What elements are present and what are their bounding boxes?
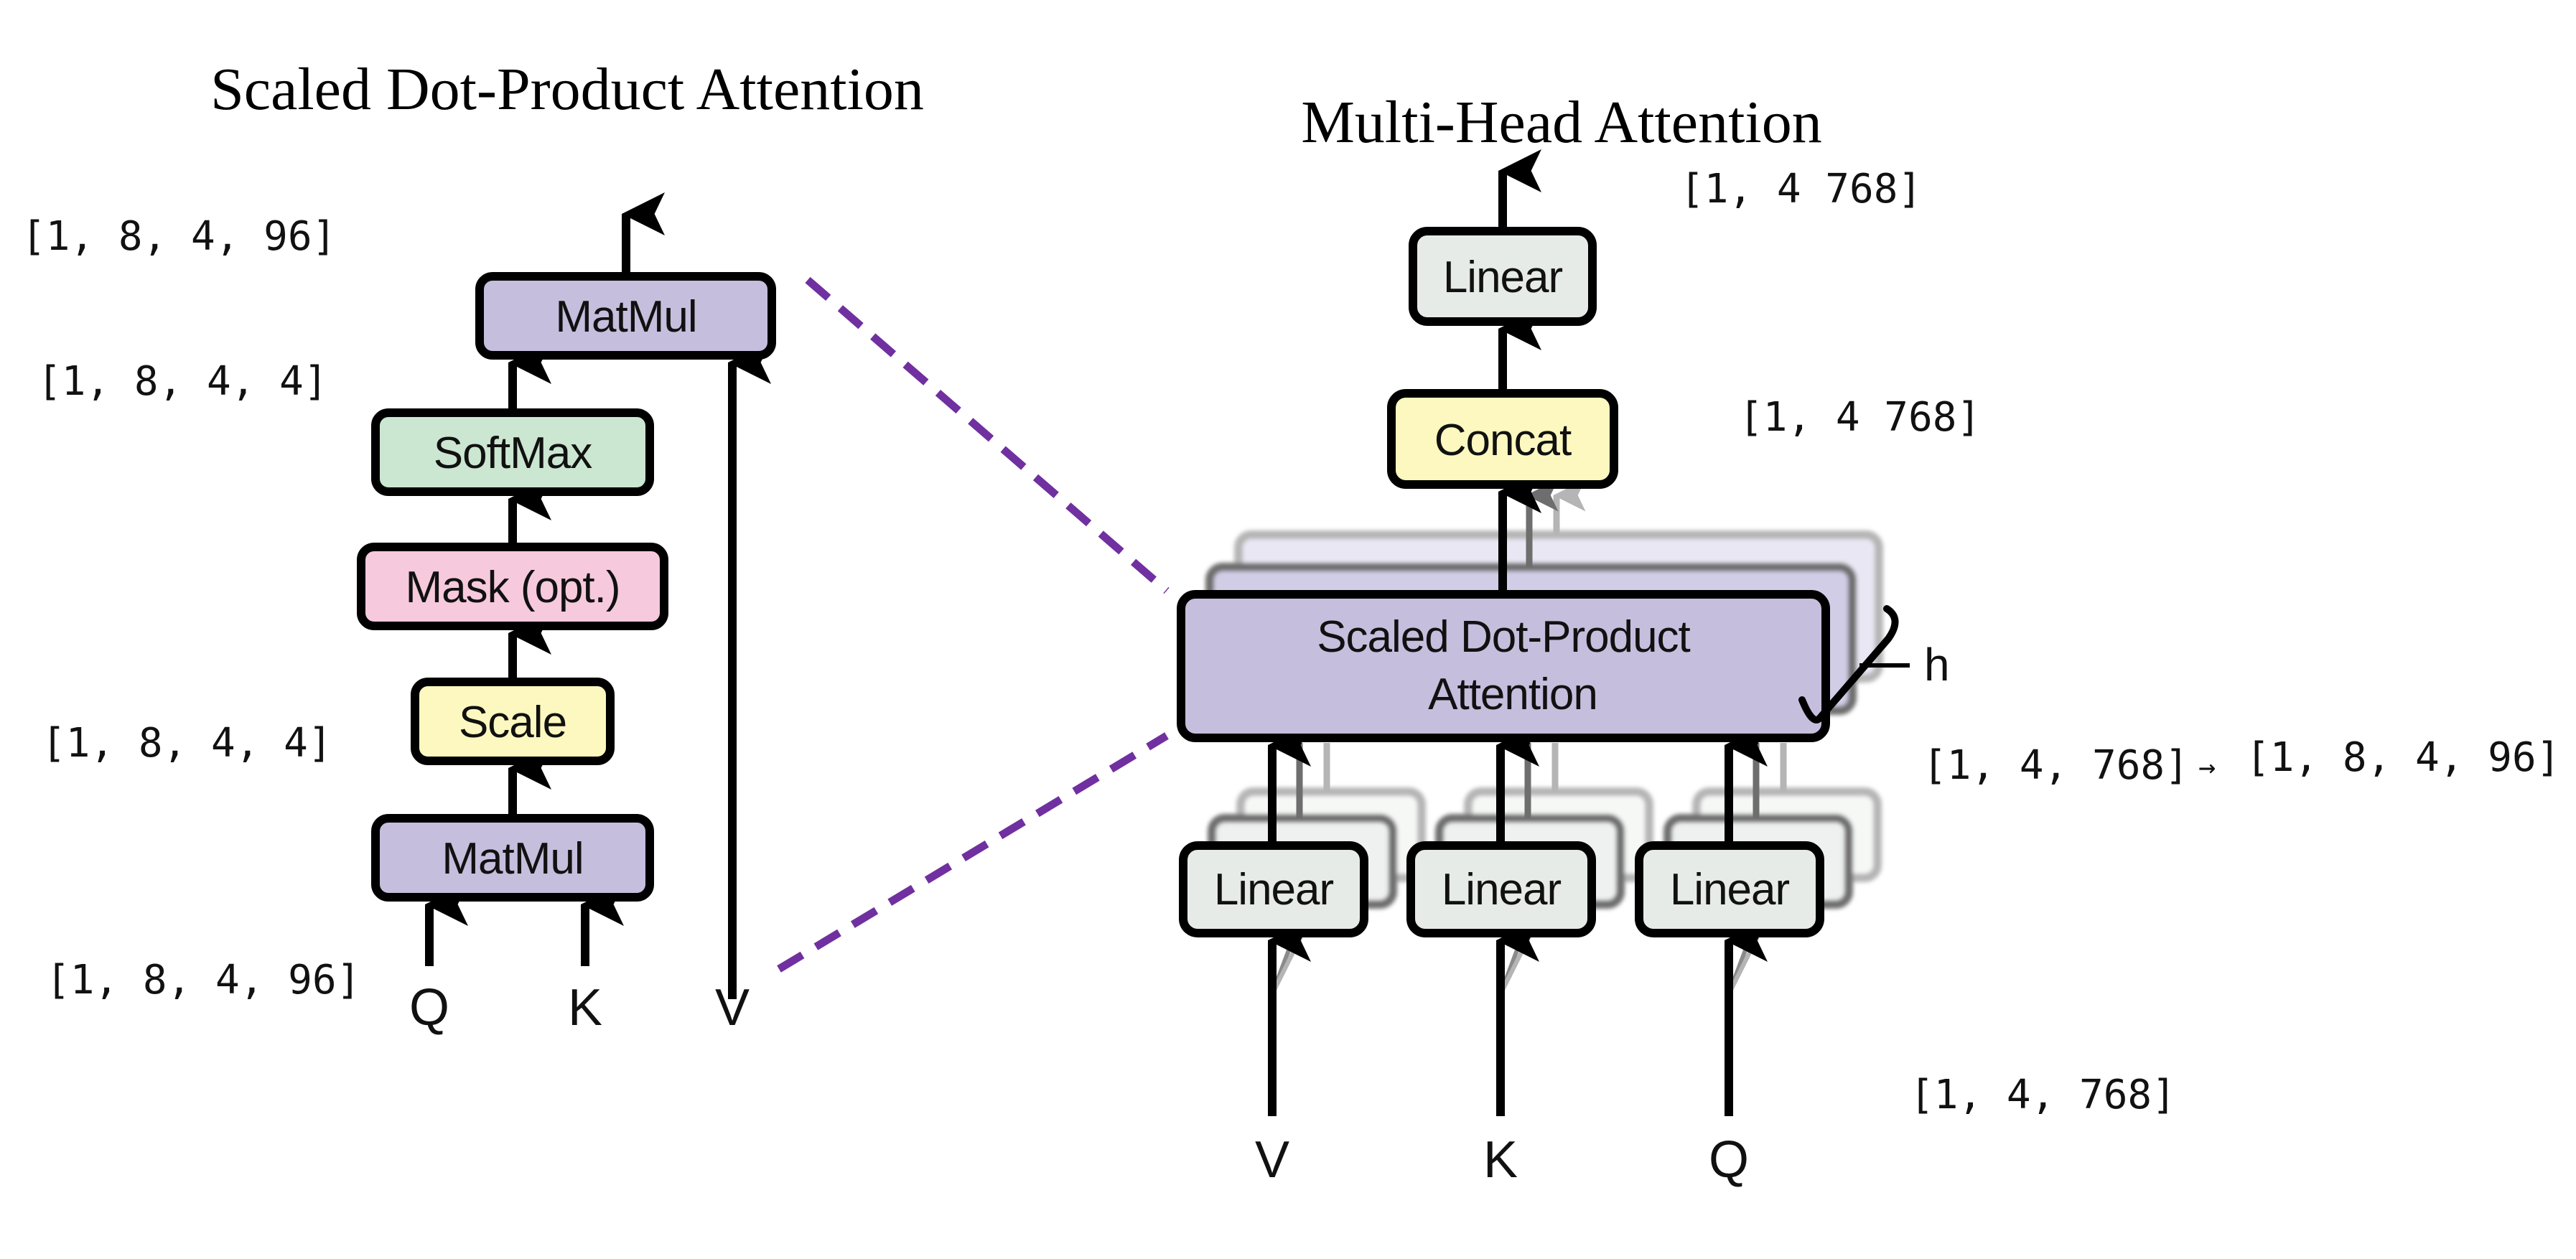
scaled-dot-product-panel: Scaled Dot-Product Attention MatMul Soft… [22,56,924,1036]
shape-right-reshape-from: [1, 4, 768] [1923,742,2189,789]
concat-box: Concat [1387,389,1618,489]
sdpa-rect [1177,590,1830,742]
shape-left-scale: [1, 8, 4, 4] [42,720,332,767]
left-title: Scaled Dot-Product Attention [210,56,924,123]
softmax-box: SoftMax [371,408,654,496]
scale-rect [411,678,615,765]
linear-q-rect [1635,841,1824,937]
sdpa-box: Scaled Dot-Product Attention [1177,590,1830,742]
shape-right-inputs: [1, 4, 768] [1910,1072,2176,1118]
linear-v-rect [1179,841,1368,937]
concat-label: Concat [1434,416,1572,465]
matmul-bottom-rect [371,814,654,902]
matmul-bottom-label: MatMul [442,834,583,884]
shape-right-reshape-to: [1, 8, 4, 96] [2246,734,2560,781]
shape-left-output: [1, 8, 4, 96] [22,213,336,260]
mask-label: Mask (opt.) [405,563,620,612]
softmax-label: SoftMax [434,429,592,478]
matmul-top-rect [475,272,776,360]
shape-left-inputs: [1, 8, 4, 96] [46,957,360,1003]
linear-v-box: Linear [1179,841,1368,937]
linear-v-label: Linear [1214,865,1334,914]
shape-right-concat: [1, 4 768] [1739,394,1981,441]
multi-head-panel: Multi-Head Attention [1177,89,2560,1189]
scale-box: Scale [411,678,615,765]
ghost-input-lines [1270,935,1760,996]
heads-label: h [1924,639,1950,691]
linear-k-label: Linear [1442,865,1562,914]
linear-q-label: Linear [1670,865,1790,914]
linear-out-rect [1409,227,1597,326]
sdpa-label-line2: Attention [1428,670,1597,719]
concat-rect [1387,389,1618,489]
left-input-v: V [715,979,750,1036]
scale-label: Scale [459,698,566,747]
heads-brace-icon [1798,605,1899,724]
matmul-bottom-box: MatMul [371,814,654,902]
linear-out-label: Linear [1443,253,1563,302]
shape-right-output: [1, 4 768] [1680,166,1922,212]
left-input-k: K [568,979,602,1036]
linear-q-box: Linear [1635,841,1824,937]
linear-k-box: Linear [1406,841,1596,937]
right-input-q: Q [1709,1131,1749,1189]
right-input-v: V [1255,1131,1289,1189]
mask-rect [357,543,668,630]
mask-box: Mask (opt.) [357,543,668,630]
left-input-q: Q [409,979,449,1036]
softmax-rect [371,408,654,496]
sdpa-label-line1: Scaled Dot-Product [1317,612,1690,662]
matmul-top-box: MatMul [475,272,776,360]
linear-out-box: Linear [1409,227,1597,326]
shape-left-softmax: [1, 8, 4, 4] [37,358,328,405]
matmul-top-label: MatMul [555,292,696,342]
zoom-connector-top [805,276,1170,594]
linear-k-rect [1406,841,1596,937]
right-title: Multi-Head Attention [1301,89,1822,156]
right-input-k: K [1483,1131,1518,1189]
zoom-connector-bottom [777,732,1169,973]
reshape-arrow-icon: → [2198,751,2216,784]
